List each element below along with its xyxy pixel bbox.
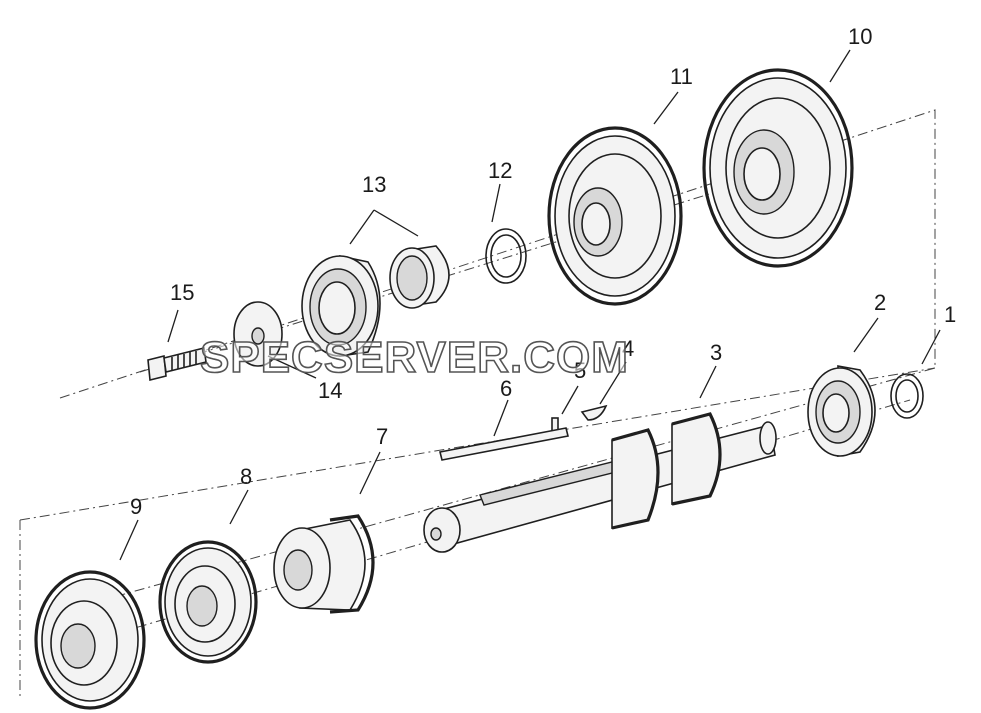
part-number-15: 15 [170,280,194,305]
part-number-9: 9 [130,494,142,519]
part-number-7: 7 [376,424,388,449]
part-number-5: 5 [574,358,586,383]
part-number-11: 11 [670,64,693,89]
snap-ring-1 [890,373,924,419]
washer-14 [233,301,283,367]
leader-lines [119,49,941,561]
snap-ring-12 [485,228,527,284]
key-6 [439,427,569,461]
key-4 [580,404,608,421]
part-number-2: 2 [874,290,886,315]
gear-7 [273,514,375,614]
part-number-8: 8 [240,464,252,489]
assembly-frame [19,109,936,700]
gear-8 [158,540,258,664]
part-number-labels: 1 2 3 4 5 6 7 8 9 10 11 12 13 14 15 [130,24,956,519]
part-number-3: 3 [710,340,722,365]
ball-bearing-2 [807,365,876,457]
part-number-6: 6 [500,376,512,401]
watermark: SPECSERVER.COM [200,333,629,382]
bolt-15 [147,347,207,382]
sleeve-13 [389,245,450,309]
gear-11 [547,126,683,306]
part-number-12: 12 [488,158,512,183]
part-number-13: 13 [362,172,386,197]
shaft-3 [423,412,777,553]
gear-10 [702,68,854,268]
part-number-4: 4 [622,336,634,361]
gear-9 [34,570,146,710]
part-number-10: 10 [848,24,872,49]
part-number-1: 1 [944,302,956,327]
bearing-13 [301,255,381,357]
part-number-14: 14 [318,378,342,403]
